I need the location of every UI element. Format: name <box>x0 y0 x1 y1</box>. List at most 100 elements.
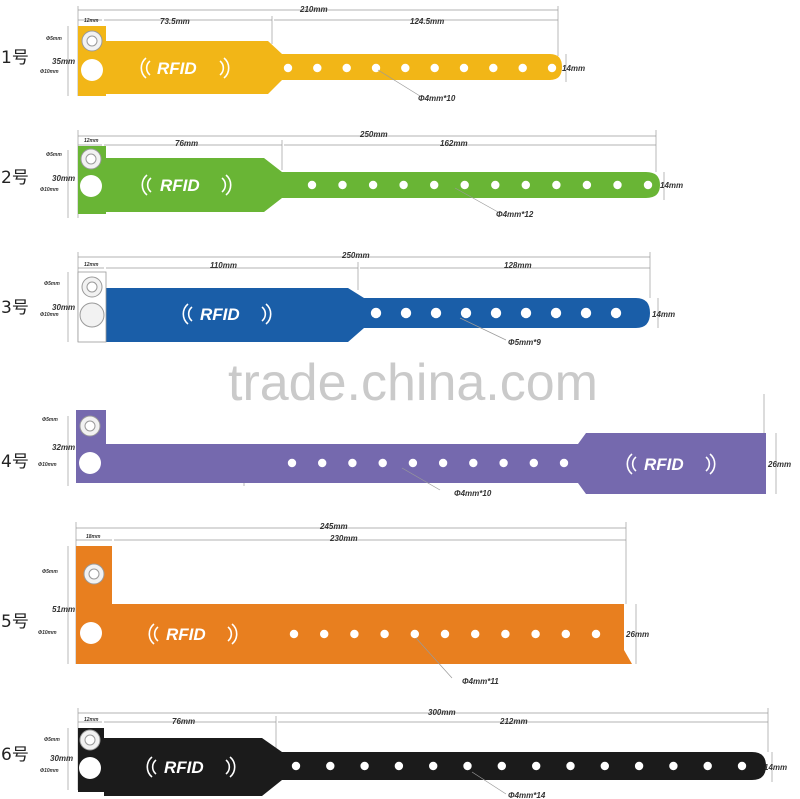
strap-hole <box>489 63 498 73</box>
band-3-small-hole: Φ5mm <box>44 281 60 287</box>
band-3-tail-width: 14mm <box>652 310 675 319</box>
strap-hole <box>370 307 382 319</box>
band-2-model-label: 2号 <box>1 168 29 188</box>
strap-hole <box>559 458 569 468</box>
strap-hole <box>561 629 570 639</box>
strap-hole <box>350 629 359 639</box>
band-2-rfid-logo: RFID <box>141 174 232 196</box>
band-3-total-length: 250mm <box>341 251 370 260</box>
band-1-holes-spec: Φ4mm*10 <box>418 94 456 103</box>
strap-hole <box>326 761 335 771</box>
band-5-model-label: 5号 <box>1 612 29 632</box>
strap-hole <box>499 458 508 468</box>
band-4-grommet-big <box>79 452 101 474</box>
strap-hole <box>582 180 592 190</box>
band-3-tail-length: 128mm <box>504 261 532 270</box>
band-4: 4号 Φ5mm Φ10mm 32mm 17mm 26mm RFID Φ4mm*1… <box>1 394 791 498</box>
strap-hole <box>394 761 404 771</box>
band-6-height: 30mm <box>50 754 73 763</box>
band-6-model-label: 6号 <box>1 745 29 765</box>
band-1-rfid-text: RFID <box>157 59 197 78</box>
band-4-rfid-logo: RFID <box>626 453 716 475</box>
strap-hole <box>552 180 561 190</box>
band-4-big-hole: Φ10mm <box>38 462 57 468</box>
strap-hole <box>669 761 678 771</box>
strap-hole <box>438 458 448 468</box>
band-1-body <box>78 26 562 96</box>
band-1-model-label: 1号 <box>1 48 29 68</box>
band-5-strap-holes <box>289 629 601 639</box>
strap-hole <box>469 458 478 468</box>
band-2-grommet-big <box>80 175 102 197</box>
band-1-grommet-big <box>81 59 103 81</box>
band-2-tab-width: 12mm <box>84 138 99 144</box>
band-4-strap-holes <box>287 458 569 468</box>
band-5-rfid-text: RFID <box>166 625 206 644</box>
strap-hole <box>400 307 412 319</box>
band-5-body <box>76 546 632 664</box>
band-6-strap-holes <box>291 761 747 771</box>
strap-hole <box>283 63 293 73</box>
band-2-big-hole: Φ10mm <box>40 187 59 193</box>
band-1-tail-length: 124.5mm <box>410 17 444 26</box>
strap-hole <box>463 761 472 771</box>
band-6-holes-spec: Φ4mm*14 <box>508 791 546 799</box>
strap-hole <box>520 307 532 319</box>
strap-hole <box>360 761 369 771</box>
strap-hole <box>501 629 510 639</box>
band-4-rfid-text: RFID <box>644 455 684 474</box>
strap-hole <box>318 458 327 468</box>
band-6-body <box>78 728 766 796</box>
strap-hole <box>430 63 439 73</box>
band-3-body <box>78 272 650 342</box>
band-3-head-length: 110mm <box>210 261 237 270</box>
strap-hole <box>348 458 357 468</box>
strap-hole <box>460 180 469 190</box>
strap-hole <box>737 761 747 771</box>
watermark: trade.china.com <box>228 354 598 412</box>
strap-hole <box>497 761 506 771</box>
band-6-head-length: 76mm <box>172 717 195 726</box>
strap-hole <box>550 307 562 319</box>
band-5-holes-spec: Φ4mm*11 <box>462 677 499 686</box>
band-4-height: 32mm <box>52 443 75 452</box>
band-6-big-hole: Φ10mm <box>40 768 59 774</box>
band-4-holes-spec: Φ4mm*10 <box>454 489 492 498</box>
strap-hole <box>380 629 389 639</box>
strap-hole <box>518 63 527 73</box>
band-1-height: 35mm <box>52 57 75 66</box>
strap-hole <box>378 458 387 468</box>
band-6-tail-width: 14mm <box>764 763 787 772</box>
band-4-face-width: 26mm <box>767 460 791 469</box>
band-2-small-hole: Φ5mm <box>46 152 62 158</box>
band-2-strap-holes <box>307 180 653 190</box>
band-6-tab-width: 12mm <box>84 717 99 723</box>
strap-hole <box>342 63 351 73</box>
strap-hole <box>613 180 622 190</box>
band-5: 5号 245mm 230mm 18mm Φ5mm Φ10mm 51mm 26mm… <box>1 522 649 686</box>
band-6-rfid-logo: RFID <box>146 756 236 778</box>
strap-hole <box>643 180 653 190</box>
strap-hole <box>459 63 469 73</box>
band-2-rfid-text: RFID <box>160 176 200 195</box>
band-6-small-hole: Φ5mm <box>44 737 60 743</box>
band-6: 6号 300mm 76mm 212mm 12mm Φ5mm Φ10mm 30mm… <box>1 708 787 799</box>
band-4-body <box>76 410 766 494</box>
band-5-total-length: 245mm <box>319 522 348 531</box>
band-6-rfid-text: RFID <box>164 758 204 777</box>
band-1-head-length: 73.5mm <box>160 17 190 26</box>
band-1-strap-holes <box>283 63 557 73</box>
band-2: 2号 250mm 76mm 162mm 12mm Φ5mm Φ10mm 30mm… <box>1 130 683 219</box>
strap-hole <box>566 761 575 771</box>
band-1: 1号 210mm 73.5mm 124.5mm 12mm Φ5mm Φ10mm … <box>1 5 585 103</box>
strap-hole <box>591 629 601 639</box>
strap-hole <box>287 458 297 468</box>
band-5-small-hole: Φ5mm <box>42 569 58 575</box>
band-2-holes-spec: Φ4mm*12 <box>496 210 534 219</box>
strap-hole <box>320 629 329 639</box>
band-5-grommet-big <box>80 622 102 644</box>
band-3-strap-holes <box>370 307 622 319</box>
strap-hole <box>408 458 418 468</box>
band-3-model-label: 3号 <box>1 298 29 318</box>
